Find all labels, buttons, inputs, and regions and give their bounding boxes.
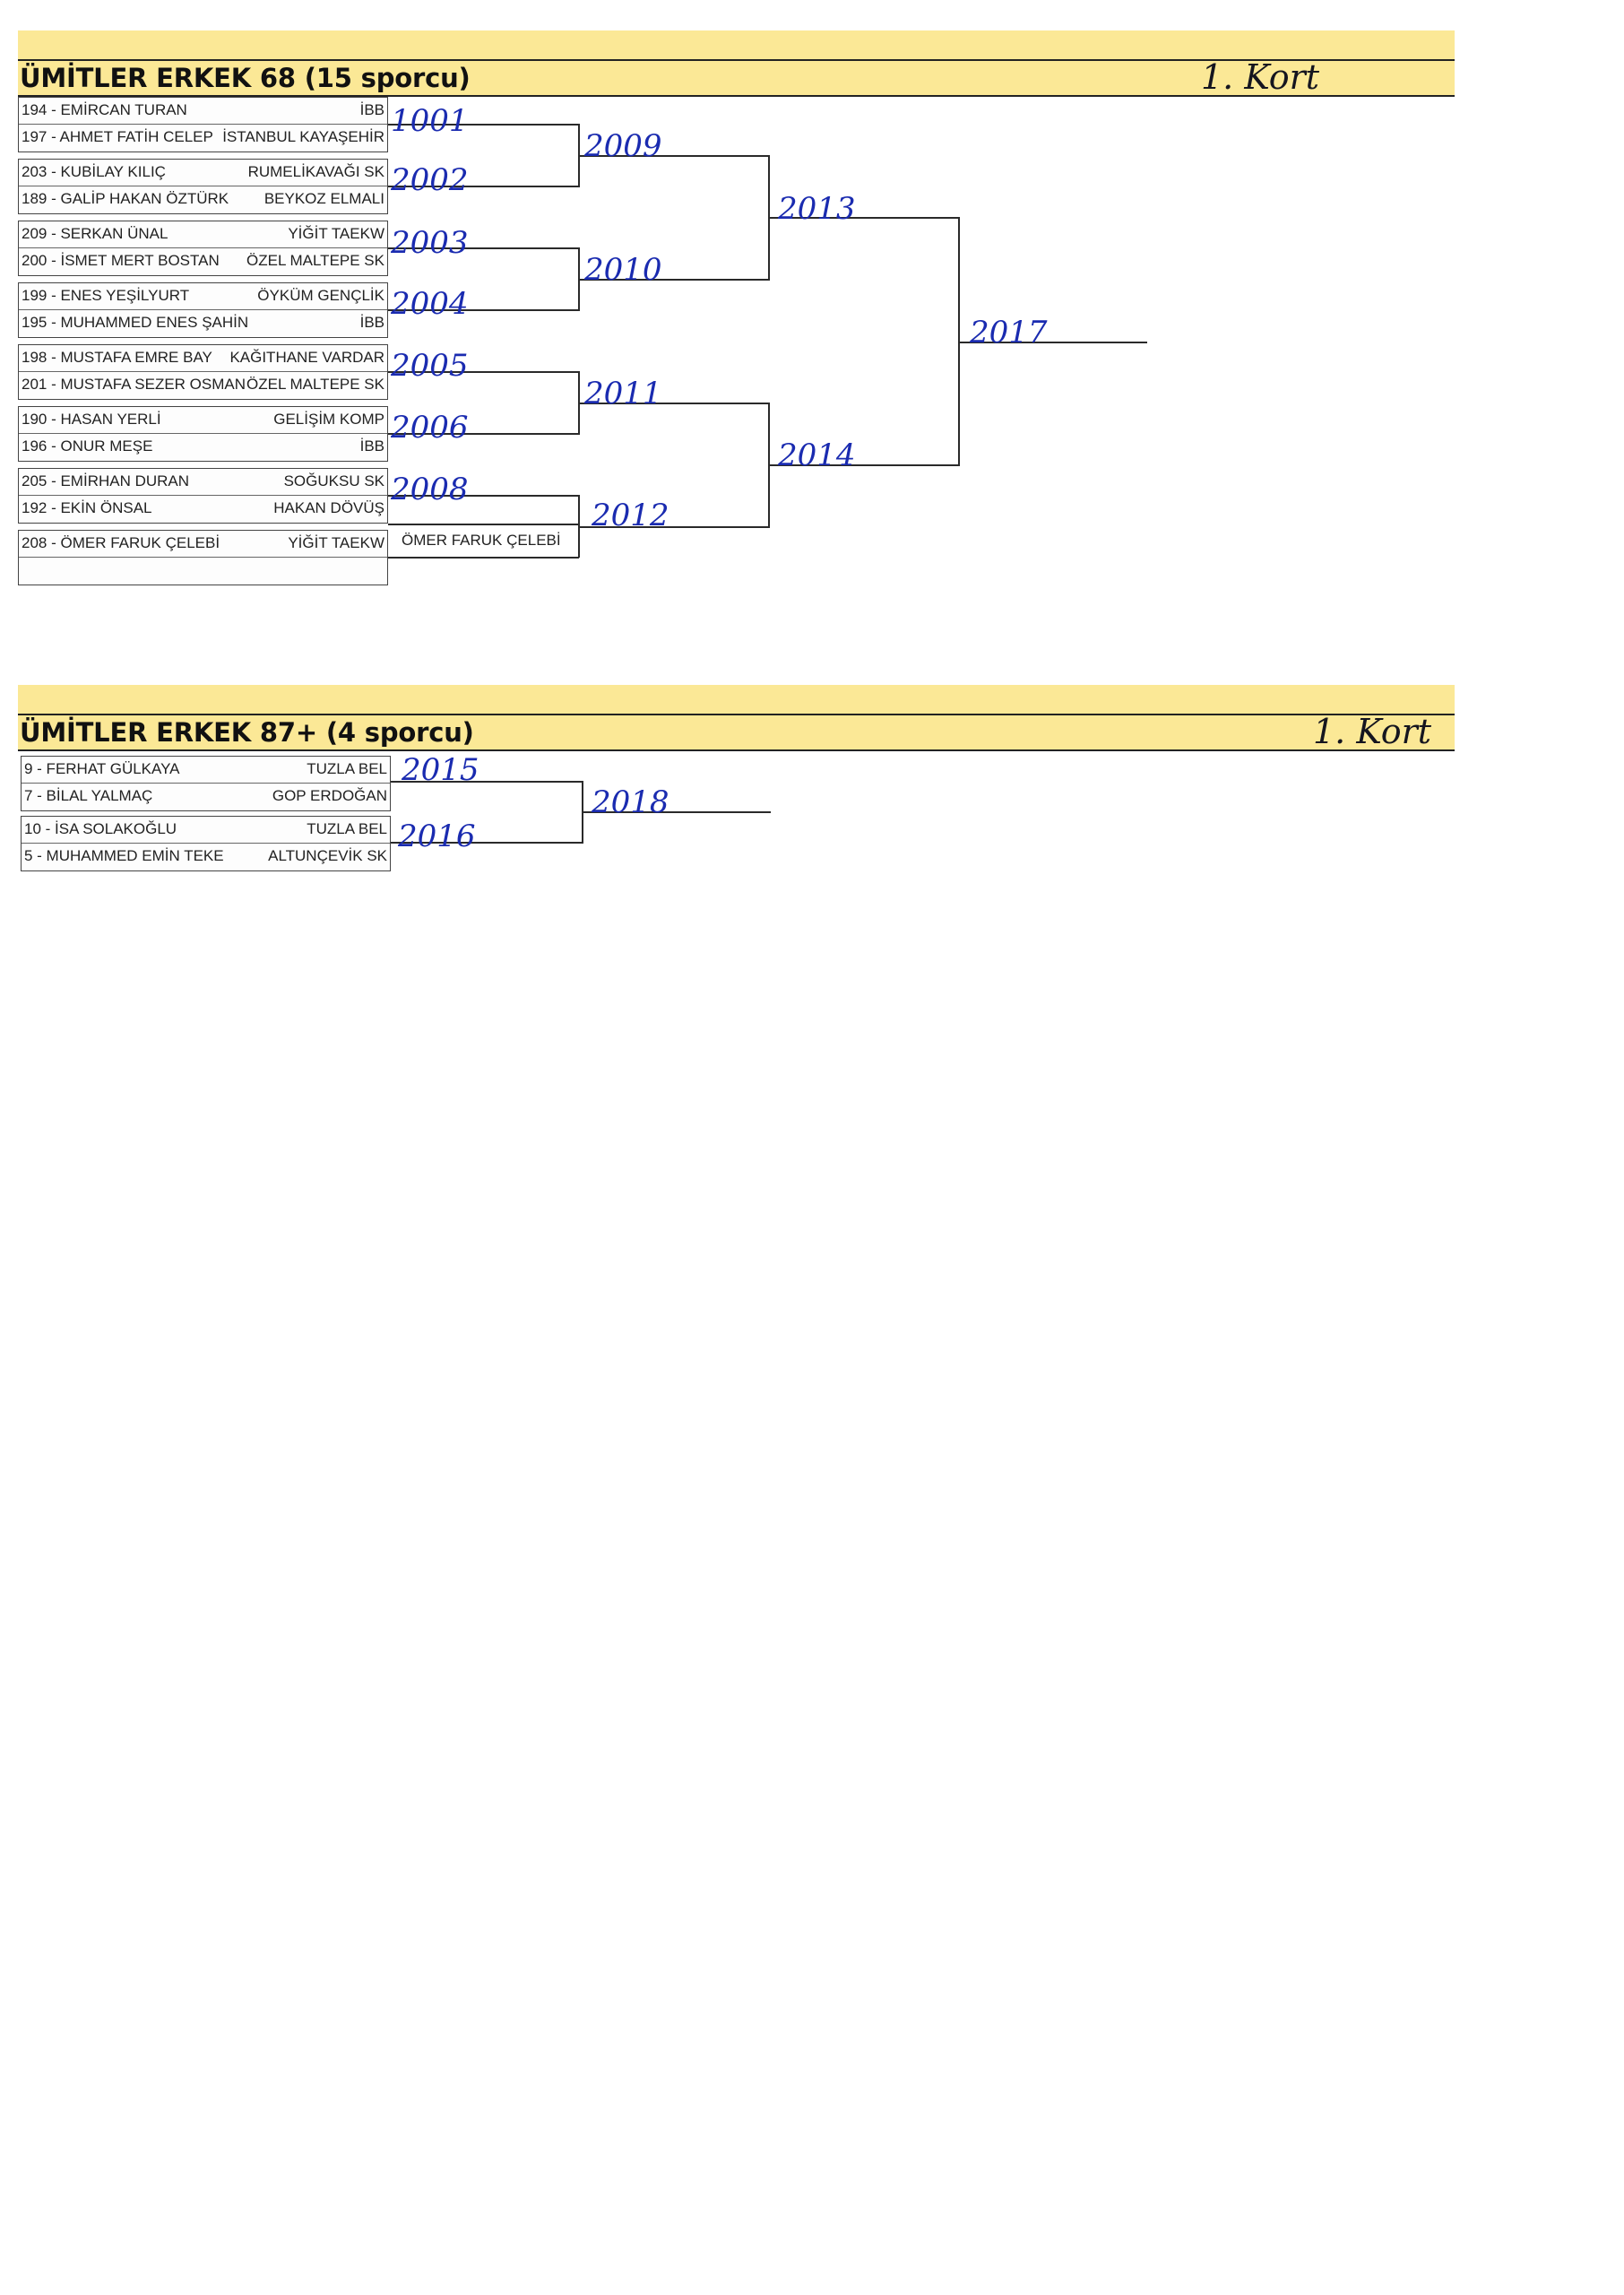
match-number: 2018 [592, 784, 669, 820]
match-number: 2010 [584, 252, 662, 288]
match-entry: 190 - HASAN YERLİ GELİŞİM KOMP 196 - ONUR… [18, 406, 388, 462]
match-entry: 9 - FERHAT GÜLKAYA TUZLA BEL 7 - BİLAL YA… [21, 756, 391, 811]
match-entry: 203 - KUBİLAY KILIÇ RUMELİKAVAĞI SK 189 -… [18, 159, 388, 214]
athlete-club: ÖZEL MALTEPE SK [245, 372, 384, 397]
row-divider [19, 309, 387, 310]
athlete-club: KAĞITHANE VARDAR [228, 345, 384, 370]
athlete-name: 7 - BİLAL YALMAÇ [24, 787, 153, 804]
match-number: 2017 [970, 315, 1048, 351]
bracket-2-lines [391, 781, 771, 844]
athlete-name: 195 - MUHAMMED ENES ŞAHİN [22, 314, 249, 331]
match-number: 2005 [391, 348, 469, 384]
match-number: 2006 [391, 410, 469, 446]
athlete-club: ÖZEL MALTEPE SK [245, 248, 384, 273]
bracket-1-header: ÜMİTLER ERKEK 68 (15 sporcu) 1. Kort [18, 30, 1455, 97]
match-entry: 198 - MUSTAFA EMRE BAY KAĞITHANE VARDAR 2… [18, 344, 388, 400]
court-note: 1. Kort [1313, 712, 1432, 751]
match-number: 2011 [584, 376, 662, 411]
match-number: 2003 [391, 225, 469, 261]
row-divider [19, 557, 387, 558]
header-rule [18, 714, 1455, 715]
row-divider [19, 247, 387, 248]
athlete-club: ALTUNÇEVİK SK [266, 844, 387, 869]
header-rule [18, 59, 1455, 61]
match-entry: 209 - SERKAN ÜNAL YİĞİT TAEKW 200 - İSMET… [18, 221, 388, 276]
match-number: 2013 [778, 191, 856, 227]
athlete-name: 194 - EMİRCAN TURAN [22, 101, 187, 118]
match-number: 2015 [402, 752, 479, 788]
match-entry: 208 - ÖMER FARUK ÇELEBİ YİĞİT TAEKW [18, 530, 388, 585]
athlete-club: BEYKOZ ELMALI [262, 186, 384, 212]
row-divider [19, 495, 387, 496]
athlete-name: 199 - ENES YEŞİLYURT [22, 287, 190, 304]
athlete-name: 200 - İSMET MERT BOSTAN [22, 252, 220, 269]
bracket-1-lines [388, 124, 1147, 559]
athlete-name: 205 - EMİRHAN DURAN [22, 472, 190, 489]
header-rule [18, 95, 1455, 97]
bracket-title: ÜMİTLER ERKEK 87+ (4 sporcu) [20, 717, 474, 748]
athlete-club: SOĞUKSU SK [281, 469, 384, 494]
match-number: 2004 [391, 286, 469, 322]
athlete-name: 208 - ÖMER FARUK ÇELEBİ [22, 534, 220, 551]
match-number: 2014 [778, 437, 856, 473]
athlete-club: İBB [358, 98, 384, 123]
athlete-name: 189 - GALİP HAKAN ÖZTÜRK [22, 190, 229, 207]
row-divider [22, 783, 390, 784]
match-number: 2002 [391, 162, 469, 198]
bye-advance-name: ÖMER FARUK ÇELEBİ [402, 532, 561, 549]
athlete-name: 201 - MUSTAFA SEZER OSMANOĞLU [22, 376, 289, 393]
bracket-2-header: ÜMİTLER ERKEK 87+ (4 sporcu) 1. Kort [18, 685, 1455, 751]
athlete-club: TUZLA BEL [305, 817, 387, 842]
match-number: 2009 [584, 128, 662, 164]
athlete-name: 9 - FERHAT GÜLKAYA [24, 760, 180, 777]
row-divider [19, 433, 387, 434]
athlete-club: GELİŞİM KOMP [272, 407, 384, 432]
athlete-club: TUZLA BEL [305, 757, 387, 782]
match-entry: 199 - ENES YEŞİLYURT ÖYKÜM GENÇLİK 195 - … [18, 282, 388, 338]
athlete-name: 5 - MUHAMMED EMİN TEKE [24, 847, 224, 864]
match-number: 2012 [592, 498, 669, 533]
athlete-club: HAKAN DÖVÜŞ [272, 496, 384, 521]
athlete-name: 209 - SERKAN ÜNAL [22, 225, 168, 242]
athlete-club: YİĞİT TAEKW [286, 221, 384, 247]
athlete-club: İBB [358, 434, 384, 459]
athlete-name: 10 - İSA SOLAKOĞLU [24, 820, 177, 837]
athlete-club: İBB [358, 310, 384, 335]
athlete-name: 196 - ONUR MEŞE [22, 437, 153, 455]
athlete-name: 203 - KUBİLAY KILIÇ [22, 163, 166, 180]
athlete-club: RUMELİKAVAĞI SK [246, 160, 384, 185]
header-rule [18, 749, 1455, 751]
athlete-club: ÖYKÜM GENÇLİK [255, 283, 384, 308]
bracket-title: ÜMİTLER ERKEK 68 (15 sporcu) [20, 63, 471, 93]
court-note: 1. Kort [1201, 57, 1320, 97]
athlete-club: İSTANBUL KAYAŞEHİR [220, 125, 384, 150]
athlete-name: 198 - MUSTAFA EMRE BAY [22, 349, 212, 366]
match-entry: 194 - EMİRCAN TURAN İBB 197 - AHMET FATİH… [18, 97, 388, 152]
row-divider [19, 371, 387, 372]
row-divider [22, 843, 390, 844]
match-number: 2008 [391, 472, 469, 507]
match-number: 1001 [391, 103, 469, 139]
row-divider [19, 124, 387, 125]
match-number: 2016 [398, 818, 476, 854]
athlete-club: YİĞİT TAEKW [286, 531, 384, 556]
athlete-name: 190 - HASAN YERLİ [22, 411, 161, 428]
match-entry: 10 - İSA SOLAKOĞLU TUZLA BEL 5 - MUHAMMED… [21, 816, 391, 871]
athlete-name: 192 - EKİN ÖNSAL [22, 499, 152, 516]
athlete-club: GOP ERDOĞAN [270, 784, 387, 809]
match-entry: 205 - EMİRHAN DURAN SOĞUKSU SK 192 - EKİN… [18, 468, 388, 524]
athlete-name: 197 - AHMET FATİH CELEP [22, 128, 213, 145]
